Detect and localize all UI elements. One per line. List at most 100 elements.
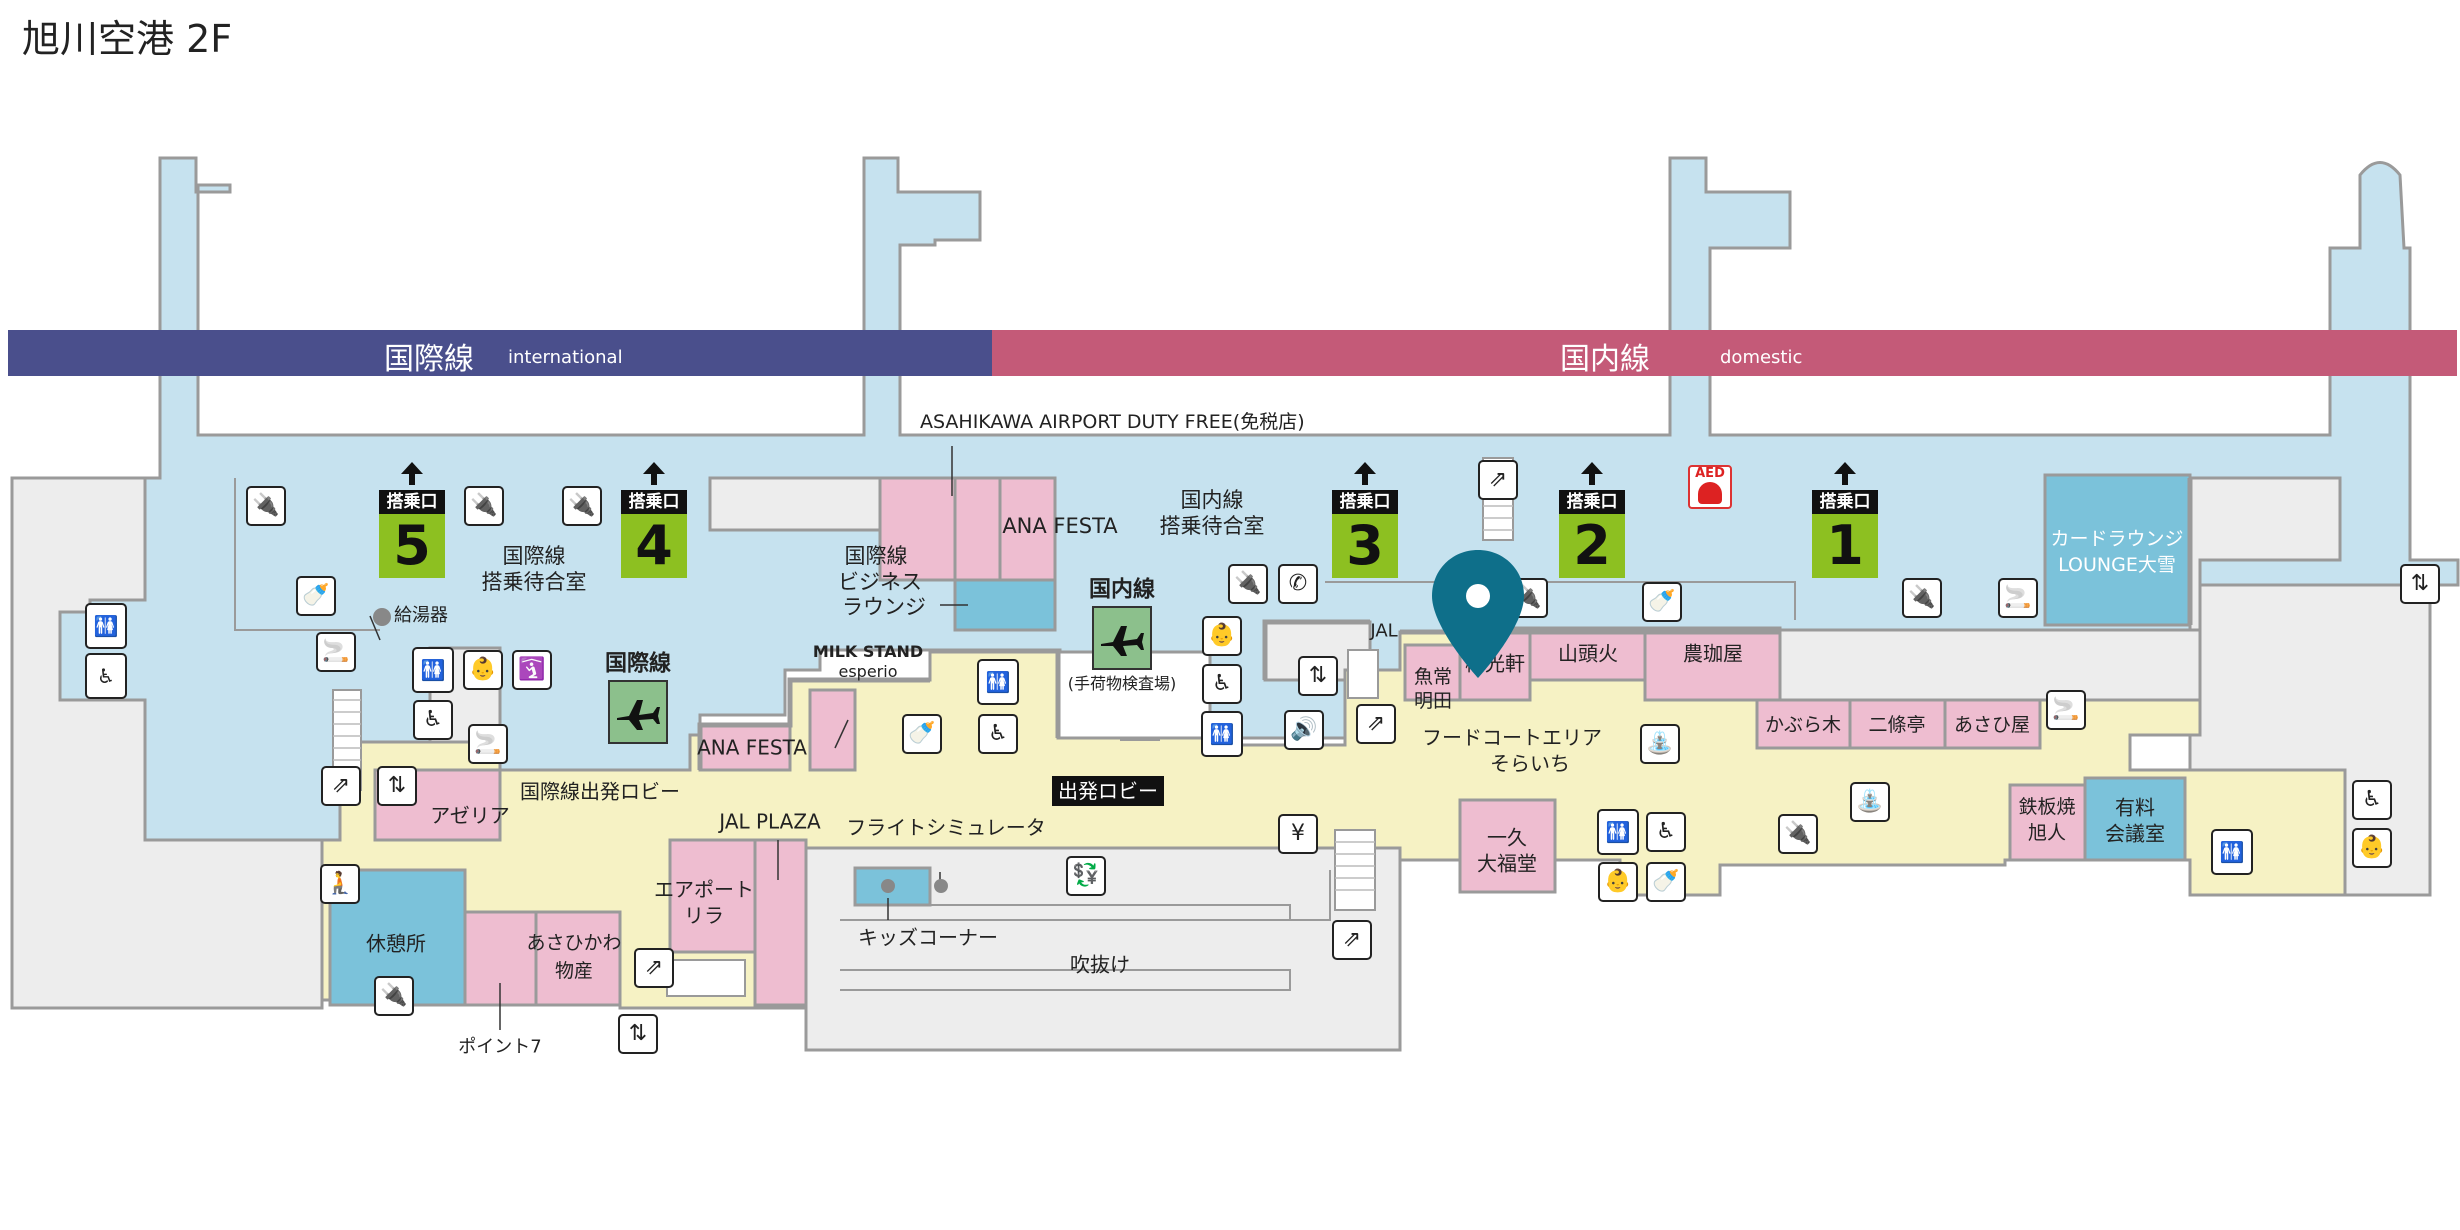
nursing-room-icon[interactable]: 🍼	[1642, 582, 1682, 622]
diaper-changing-icon[interactable]: 👶	[1598, 862, 1638, 902]
accessible-restroom-icon[interactable]: ♿	[1202, 664, 1242, 704]
smoking-area-icon[interactable]: 🚬	[2046, 690, 2086, 730]
smoking-area-icon[interactable]: 🚬	[1998, 578, 2038, 618]
airport-lila-label-2[interactable]: リラ	[684, 903, 724, 928]
escalator-icon[interactable]: ⇗	[1356, 704, 1396, 744]
charging-icon[interactable]: 🔌	[464, 486, 504, 526]
milk-stand-label-2[interactable]: esperio	[838, 661, 898, 681]
elevator-icon[interactable]: ⇅	[2400, 564, 2440, 604]
azalea-label[interactable]: アゼリア	[430, 803, 510, 828]
santouka-label[interactable]: 山頭火	[1558, 641, 1618, 666]
paid-meeting-room-label-1[interactable]: 有料	[2115, 795, 2155, 820]
jal-plaza-label[interactable]: JAL PLAZA	[719, 809, 821, 834]
gate-arrow-icon	[643, 462, 665, 485]
nouka-label[interactable]: 農珈屋	[1683, 641, 1743, 666]
elevator-icon[interactable]: ⇅	[1298, 656, 1338, 696]
speaker-icon[interactable]: 🔊	[1284, 710, 1324, 750]
intl-business-lounge-label-1[interactable]: 国際線	[844, 543, 908, 568]
milk-stand-label-1[interactable]: MILK STAND	[812, 641, 924, 661]
prayer-room-icon[interactable]: 🧎	[320, 864, 360, 904]
dom-waiting-label-1: 国内線	[1180, 487, 1244, 512]
escalator-icon[interactable]: ⇗	[1478, 460, 1518, 500]
diaper-changing-icon[interactable]: 👶	[2352, 828, 2392, 868]
departure-lobby-label: 出発ロビー	[1052, 776, 1164, 806]
teppanyaki-label-1[interactable]: 鉄板焼	[2018, 796, 2076, 819]
card-lounge-label-1[interactable]: カードラウンジ	[2050, 528, 2184, 551]
asahikawa-bussan-label-2[interactable]: 物産	[554, 960, 594, 983]
charging-icon[interactable]: 🔌	[374, 976, 414, 1016]
gate-arrow-icon	[401, 462, 423, 485]
international-band	[8, 330, 992, 376]
prayer-room-icon[interactable]: 🛐	[512, 650, 552, 690]
escalator-icon[interactable]: ⇗	[634, 948, 674, 988]
drinking-fountain-icon[interactable]: ⛲	[1640, 724, 1680, 764]
nursing-room-icon[interactable]: 🍼	[296, 576, 336, 616]
aed-icon[interactable]: AED	[1688, 465, 1732, 509]
charging-icon[interactable]: 🔌	[1228, 564, 1268, 604]
jal-top-label[interactable]: JAL	[1370, 620, 1398, 642]
charging-icon[interactable]: 🔌	[1902, 578, 1942, 618]
restroom-icon[interactable]: 🚻	[2211, 829, 2253, 875]
shop-areas	[373, 476, 2087, 1007]
paid-meeting-room-label-2[interactable]: 会議室	[2105, 821, 2165, 846]
intl-business-lounge-label-3[interactable]: ラウンジ	[842, 594, 926, 619]
airport-lila-label-1[interactable]: エアポート	[654, 877, 754, 902]
rest-area-label[interactable]: 休憩所	[366, 931, 426, 956]
nursing-room-icon[interactable]: 🍼	[1646, 862, 1686, 902]
kids-corner-label[interactable]: キッズコーナー	[858, 925, 998, 950]
gate-number: 1	[1812, 514, 1878, 578]
atm-icon[interactable]: ¥	[1278, 814, 1318, 854]
flight-simulator-label[interactable]: フライトシミュレータ	[846, 815, 1046, 840]
smoking-area-icon[interactable]: 🚬	[468, 724, 508, 764]
restroom-icon[interactable]: 🚻	[412, 647, 454, 693]
drinking-fountain-icon[interactable]: ⛲	[1850, 782, 1890, 822]
intl-business-lounge-label-2[interactable]: ビジネス	[838, 569, 922, 594]
diaper-changing-icon[interactable]: 👶	[1202, 616, 1242, 656]
ana-festa-top-label[interactable]: ANA FESTA	[1002, 513, 1118, 538]
currency-exchange-icon[interactable]: 💱	[1066, 856, 1106, 896]
food-court-label-2[interactable]: そらいち	[1490, 751, 1570, 776]
card-lounge-label-2[interactable]: LOUNGE大雪	[2058, 554, 2176, 577]
asahikawa-bussan-label-1[interactable]: あさひかわ	[526, 932, 622, 955]
accessible-restroom-icon[interactable]: ♿	[978, 714, 1018, 754]
escalator-icon[interactable]: ⇗	[321, 766, 361, 806]
restroom-icon[interactable]: 🚻	[1201, 711, 1243, 757]
uojo-label-2[interactable]: 明田	[1413, 690, 1453, 713]
ikkyu-label-2[interactable]: 大福堂	[1477, 851, 1537, 876]
ana-festa-bottom-label[interactable]: ANA FESTA	[697, 735, 807, 760]
duty-free-label[interactable]: ASAHIKAWA AIRPORT DUTY FREE(免税店)	[920, 411, 1305, 433]
nijoutei-label[interactable]: 二條亭	[1868, 714, 1926, 737]
kaburagi-label[interactable]: かぶら木	[1764, 714, 1842, 737]
restroom-icon[interactable]: 🚻	[1597, 809, 1639, 855]
ikkyu-label-1[interactable]: 一久	[1487, 825, 1527, 850]
diaper-changing-icon[interactable]: 👶	[463, 650, 503, 690]
food-court-label-1[interactable]: フードコートエリア	[1422, 725, 1602, 750]
elevator-icon[interactable]: ⇅	[618, 1014, 658, 1054]
point7-label[interactable]: ポイント7	[458, 1036, 542, 1058]
nursing-room-icon[interactable]: 🍼	[902, 714, 942, 754]
uojo-label-1[interactable]: 魚常	[1413, 666, 1453, 689]
restroom-icon[interactable]: 🚻	[977, 659, 1019, 705]
accessible-restroom-icon[interactable]: ♿	[413, 700, 453, 740]
charging-icon[interactable]: 🔌	[246, 486, 286, 526]
elevator-icon[interactable]: ⇅	[377, 766, 417, 806]
smoking-area-icon[interactable]: 🚬	[316, 632, 356, 672]
international-sign-label: 国際線	[604, 651, 672, 677]
charging-icon[interactable]: 🔌	[562, 486, 602, 526]
teppanyaki-label-2[interactable]: 旭人	[2027, 822, 2067, 845]
accessible-restroom-icon[interactable]: ♿	[2352, 780, 2392, 820]
accessible-restroom-icon[interactable]: ♿	[1646, 812, 1686, 852]
escalator-icon[interactable]: ⇗	[1332, 920, 1372, 960]
charging-icon[interactable]: 🔌	[1778, 814, 1818, 854]
phone-icon[interactable]: ✆	[1278, 564, 1318, 604]
intl-waiting-label-1: 国際線	[502, 543, 566, 568]
asahiya-label[interactable]: あさひ屋	[1953, 714, 2031, 737]
restroom-icon[interactable]: 🚻	[85, 603, 127, 649]
accessible-restroom-icon[interactable]: ♿	[85, 653, 127, 699]
